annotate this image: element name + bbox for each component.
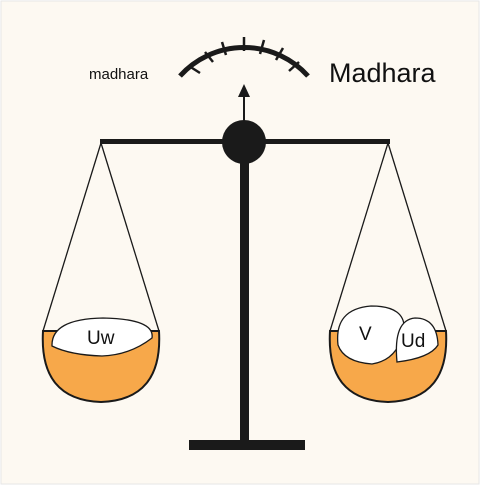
right-pan-ud-label: Ud	[401, 331, 425, 352]
scale-base	[189, 440, 305, 450]
right-pan: V Ud	[328, 305, 448, 404]
right-pan-ud-bubble	[395, 317, 439, 363]
scale-post	[240, 142, 249, 444]
left-pan-label: Uw	[87, 328, 115, 349]
left-pan-strings	[42, 142, 160, 332]
pivot-knob	[222, 120, 266, 164]
gauge-right-label: Madhara	[329, 58, 437, 88]
left-pan-bubble	[51, 317, 153, 357]
right-pan-v-label: V	[359, 324, 372, 345]
right-pan-strings	[329, 142, 447, 332]
gauge-ticks	[188, 37, 300, 75]
gauge-dial	[178, 37, 310, 78]
gauge-left-label: madhara	[89, 66, 149, 83]
left-pan: Uw	[41, 317, 161, 404]
